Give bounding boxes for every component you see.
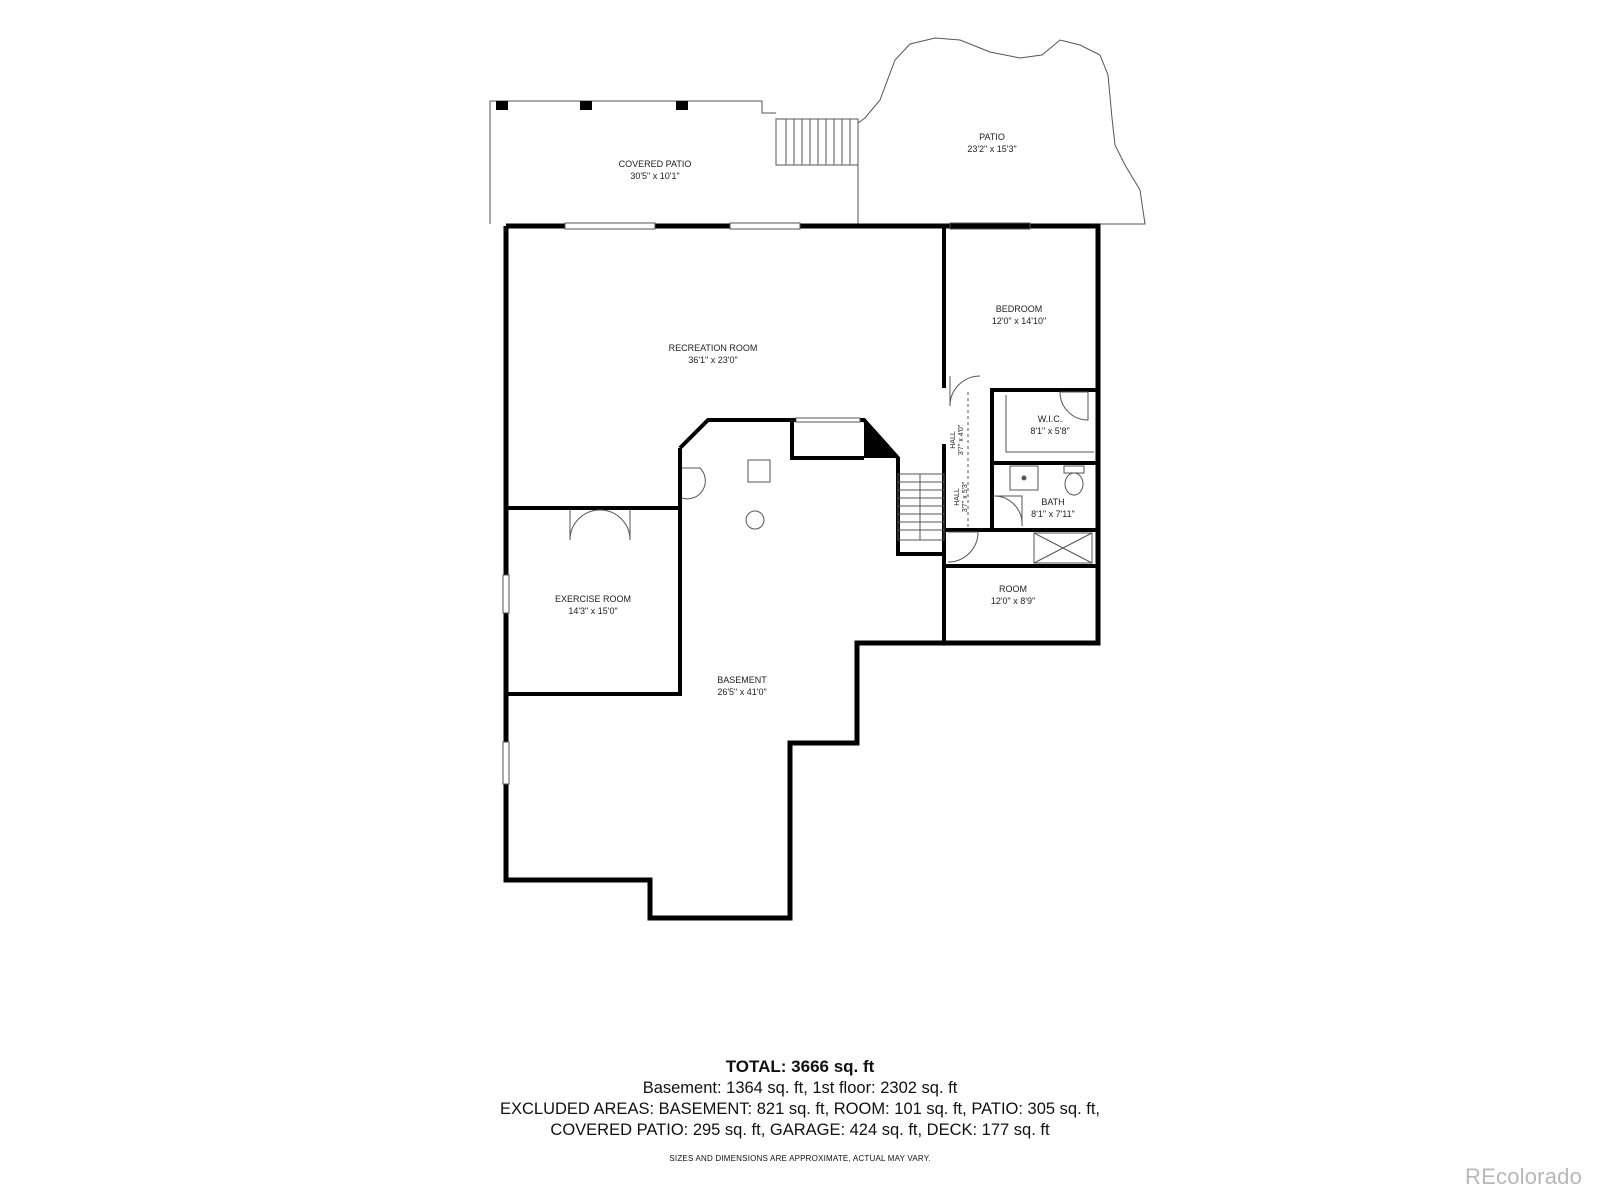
room-dimensions: 8'1" x 5'8" [1030, 426, 1070, 436]
basement-window [795, 417, 861, 423]
room-dimensions: 26'5" x 41'0" [717, 687, 767, 697]
total-area: TOTAL: 3666 sq. ft [725, 1057, 875, 1076]
room-label-bedroom: BEDROOM 12'0" x 14'10" [992, 303, 1046, 327]
area-breakdown: Basement: 1364 sq. ft, 1st floor: 2302 s… [642, 1079, 958, 1097]
basement-water-heater [745, 510, 765, 530]
room-label-patio: PATIO 23'2" x 15'3" [967, 131, 1016, 155]
room-dimensions: 3'7" x 5'3" [962, 481, 969, 513]
room-label-room: ROOM 12'0" x 8'9" [991, 583, 1035, 607]
room-dimensions: 36'1" x 23'0" [688, 355, 738, 365]
area-summary: TOTAL: 3666 sq. ft Basement: 1364 sq. ft… [0, 1056, 1600, 1165]
room-name: BEDROOM [995, 304, 1043, 314]
room-name: RECREATION ROOM [668, 343, 758, 353]
room-name: HALL [950, 431, 957, 449]
room-dimensions: 3'7" x 4'0" [958, 424, 965, 456]
patio-outline [857, 37, 1146, 225]
top-wall-openings [564, 222, 1031, 230]
room-dimensions: 14'3" x 15'0" [568, 606, 618, 616]
room-dimensions: 30'5" x 10'1" [630, 171, 680, 181]
stair-wedge [864, 420, 898, 458]
room-label-bath: BATH 8'1" x 7'11" [1031, 496, 1075, 520]
room-name: PATIO [979, 132, 1005, 142]
room-name: BASEMENT [717, 675, 767, 685]
room-dimensions: 23'2" x 15'3" [967, 144, 1017, 154]
room-dimensions: 12'0" x 8'9" [990, 596, 1036, 606]
room-label-exercise-room: EXERCISE ROOM 14'3" x 15'0" [555, 593, 631, 617]
interior-stairs [897, 473, 945, 541]
wic-shelf [1005, 395, 1094, 453]
room-name: COVERED PATIO [618, 159, 692, 169]
room-name: ROOM [998, 584, 1027, 594]
room-label-wic: W.I.C. 8'1" x 5'8" [1030, 413, 1069, 437]
room-label-basement: BASEMENT 26'5" x 41'0" [717, 674, 767, 698]
room-dimensions: 8'1" x 7'11" [1031, 509, 1075, 519]
room-label-hall-lower: HALL 3'7" x 5'3" [954, 482, 970, 513]
exterior-walls [503, 223, 1101, 921]
room-name: EXERCISE ROOM [554, 594, 632, 604]
room-dimensions: 12'0" x 14'10" [991, 316, 1047, 326]
excluded-areas-line1: EXCLUDED AREAS: BASEMENT: 821 sq. ft, RO… [499, 1100, 1101, 1118]
door-swings [569, 375, 1089, 563]
room-label-recreation-room: RECREATION ROOM 36'1" x 23'0" [669, 342, 758, 366]
interior-walls [506, 226, 1098, 696]
left-wall-windows [502, 574, 510, 785]
room-name: HALL [954, 488, 961, 506]
basement-fixture [747, 459, 771, 483]
excluded-areas-line2: COVERED PATIO: 295 sq. ft, GARAGE: 424 s… [550, 1121, 1050, 1139]
bath-fixtures [1009, 465, 1093, 564]
room-name: BATH [1041, 497, 1065, 507]
room-label-hall-upper: HALL 3'7" x 4'0" [950, 425, 966, 456]
disclaimer: SIZES AND DIMENSIONS ARE APPROXIMATE, AC… [669, 1154, 931, 1163]
recolorado-logo: REcolorado [1465, 1164, 1582, 1189]
covered-patio-posts [496, 101, 688, 110]
room-name: W.I.C. [1037, 414, 1063, 424]
exterior-stairs [775, 118, 859, 166]
room-label-covered-patio: COVERED PATIO 30'5" x 10'1" [619, 158, 692, 182]
